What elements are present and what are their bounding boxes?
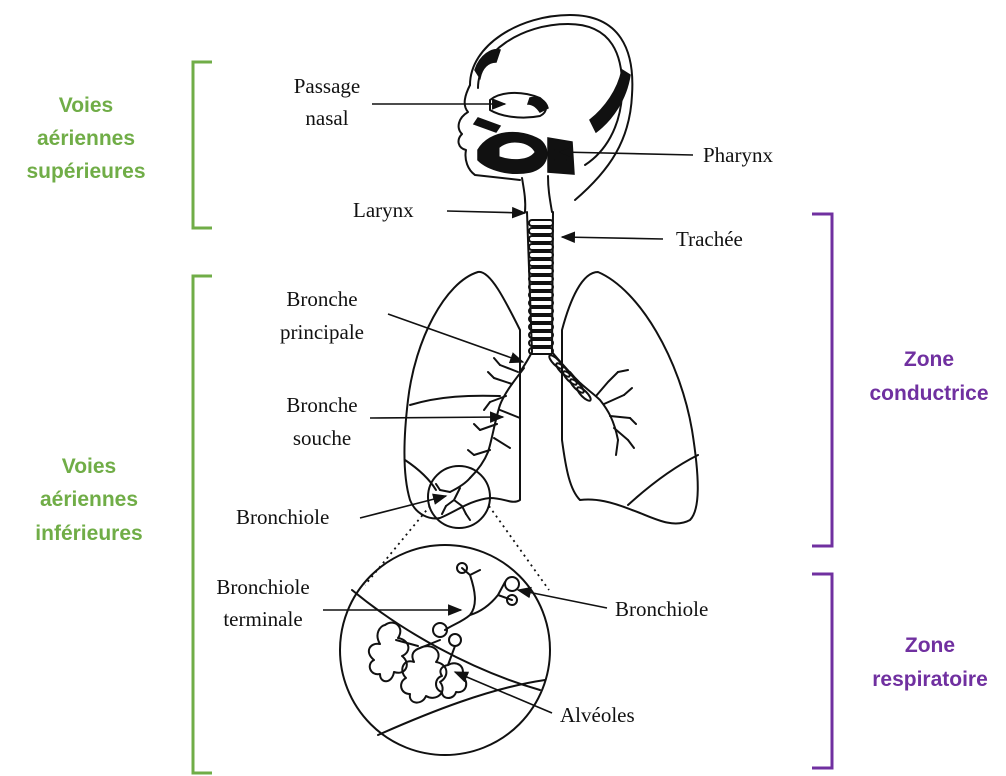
label-alveoles: Alvéoles [560,703,635,727]
group-label-zone-respiratoire: Zone respiratoire [872,634,988,691]
bronchiole-detail-circle [428,466,490,528]
voies-inf-line-2: aériennes [40,488,138,511]
tracheal-ring [529,276,553,282]
arrow-pharynx [560,152,693,155]
voies-sup-line-3: supérieures [26,160,145,183]
label-passage-line-2: nasal [305,106,348,130]
bronchus-ring [576,386,593,403]
tracheal-ring [529,284,553,290]
bracket-voies-inferieures [193,276,212,773]
label-bronchiole: Bronchiole [236,505,329,529]
tracheal-ring [529,244,553,250]
tracheal-ring [529,220,553,226]
arrow-larynx [447,211,525,213]
label-bronche-principale-line-2: principale [280,320,364,344]
label-bronche-souche-line-1: Bronche [286,393,357,417]
zone-resp-line-2: respiratoire [872,668,988,691]
head-illustration [459,15,633,212]
bracket-zone-respiratoire [812,574,832,768]
group-label-voies-superieures: Voies aériennes supérieures [26,94,145,183]
voies-inf-line-3: inférieures [35,522,142,545]
label-bronchiole-terminale-line-2: terminale [223,607,302,631]
group-label-voies-inferieures: Voies aériennes inférieures [35,455,142,545]
tracheal-ring [529,332,553,338]
tracheal-ring [529,300,553,306]
label-arrows [323,104,693,713]
arrow-bronchiole-zoom [518,590,607,608]
tracheal-ring [529,260,553,266]
tracheal-ring [529,268,553,274]
voies-sup-line-2: aériennes [37,127,135,150]
arrow-trachee [562,237,663,239]
bracket-zone-conductrice [812,214,832,546]
label-bronche-principale-line-1: Bronche [286,287,357,311]
label-bronchiole-zoom: Bronchiole [615,597,708,621]
tracheal-ring [529,324,553,330]
label-bronche-souche-line-2: souche [293,426,351,450]
tracheal-ring [529,308,553,314]
voies-sup-line-1: Voies [59,94,113,117]
trachea-illustration [520,212,592,402]
label-larynx: Larynx [353,198,414,222]
tracheal-ring [529,316,553,322]
arrow-bronche-principale [388,314,523,362]
lungs-illustration [404,272,698,524]
group-label-zone-conductrice: Zone conductrice [869,348,988,405]
zone-resp-line-1: Zone [905,634,955,657]
zone-cond-line-1: Zone [904,348,954,371]
tracheal-ring [529,236,553,242]
label-passage-line-1: Passage [294,74,361,98]
voies-inf-line-1: Voies [62,455,116,478]
label-bronchiole-terminale-line-1: Bronchiole [216,575,309,599]
tracheal-ring [529,292,553,298]
tracheal-ring [529,252,553,258]
arrow-bronche-souche [370,417,503,418]
tracheal-ring [529,228,553,234]
label-trachee: Trachée [676,227,743,251]
zone-cond-line-2: conductrice [869,382,988,405]
label-pharynx: Pharynx [703,143,773,167]
bracket-voies-superieures [193,62,212,228]
